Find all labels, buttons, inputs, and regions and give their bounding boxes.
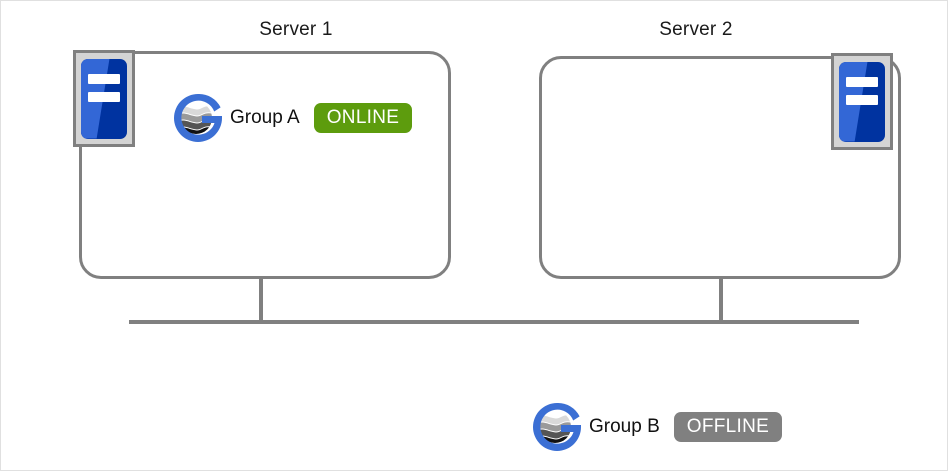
- server-1-connector-line: [259, 279, 263, 323]
- server-1-box[interactable]: Group A ONLINE: [79, 51, 451, 279]
- server-slot-bar: [88, 91, 120, 102]
- server-2-chassis-icon[interactable]: [831, 53, 893, 150]
- server-1-title: Server 1: [259, 19, 333, 40]
- server-1-chassis-icon[interactable]: [73, 50, 135, 147]
- server-2-title: Server 2: [659, 19, 733, 40]
- server-slot-bar: [846, 76, 878, 87]
- group-globe-icon: [170, 90, 226, 146]
- group-a-label: Group A: [230, 107, 300, 128]
- group-b-status-badge[interactable]: OFFLINE: [673, 412, 783, 442]
- group-b-row[interactable]: Group B OFFLINE: [529, 399, 783, 455]
- group-globe-icon: [529, 399, 585, 455]
- network-bus-line: [129, 320, 859, 324]
- server-2-connector-line: [719, 279, 723, 323]
- server-slot-bar: [88, 73, 120, 84]
- server-chassis-body: [839, 61, 885, 142]
- server-chassis-body: [81, 58, 127, 139]
- group-a-status-badge[interactable]: ONLINE: [313, 103, 413, 133]
- server-slot-bar: [846, 94, 878, 105]
- group-a-row[interactable]: Group A ONLINE: [170, 90, 413, 146]
- group-b-label: Group B: [589, 416, 660, 437]
